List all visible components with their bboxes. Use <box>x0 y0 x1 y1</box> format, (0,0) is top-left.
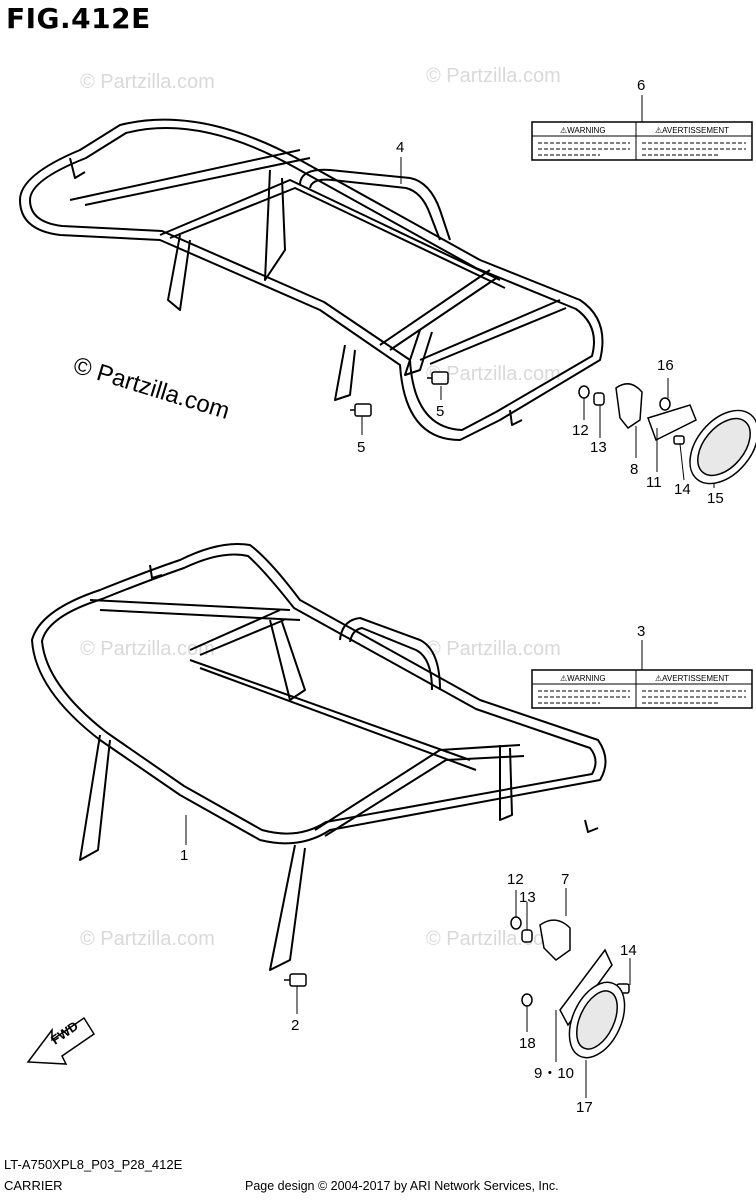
reflector-assembly-lower <box>510 916 630 1059</box>
callout-1: 1 <box>180 847 188 864</box>
page-credit: Page design © 2004-2017 by ARI Network S… <box>245 1179 559 1193</box>
callout-7: 7 <box>561 871 569 888</box>
warning-label-3: ⚠WARNING ⚠AVERTISSEMENT <box>531 669 753 709</box>
callout-5: 5 <box>436 403 444 420</box>
callout-14: 14 <box>620 942 637 959</box>
watermark-faint: © Partzilla.com <box>426 638 561 660</box>
callout-15: 15 <box>707 490 724 507</box>
warning-text: ⚠WARNING <box>560 126 606 135</box>
watermark-faint: © Partzilla.com <box>80 928 215 950</box>
callout-3: 3 <box>637 623 645 640</box>
callout-4: 4 <box>396 139 404 156</box>
callout-2: 2 <box>291 1017 299 1034</box>
watermark-faint: © Partzilla.com <box>80 71 215 93</box>
warning-text: ⚠WARNING <box>560 674 606 683</box>
callout-18: 18 <box>519 1035 536 1052</box>
callout-12: 12 <box>507 871 524 888</box>
diagram-code: LT-A750XPL8_P03_P28_412E <box>4 1157 183 1172</box>
reflector-assembly-upper <box>578 383 756 485</box>
callout-17: 17 <box>576 1099 593 1116</box>
watermark-main: © Partzilla.com <box>70 352 233 425</box>
callout-11: 11 <box>646 474 662 491</box>
callouts: 6 4 5 5 16 12 13 8 11 14 15 3 1 2 12 13 … <box>180 77 724 1116</box>
avertissement-text: ⚠AVERTISSEMENT <box>655 126 729 135</box>
watermark-faint: © Partzilla.com <box>426 363 561 385</box>
watermark-layer: © Partzilla.com © Partzilla.com © Partzi… <box>80 65 561 950</box>
callout-13: 13 <box>519 889 536 906</box>
figure-title: FIG.412E <box>6 2 151 35</box>
watermark-faint: © Partzilla.com <box>80 638 215 660</box>
front-carrier-drawing <box>31 543 607 971</box>
bolt-2 <box>284 973 307 987</box>
callout-8: 8 <box>630 461 638 478</box>
callout-14: 14 <box>674 481 691 498</box>
watermark-faint: © Partzilla.com <box>426 65 561 87</box>
fwd-arrow-icon: FWD <box>26 1016 96 1065</box>
avertissement-text: ⚠AVERTISSEMENT <box>655 674 729 683</box>
leader-lines <box>185 95 715 1098</box>
callout-5: 5 <box>357 439 365 456</box>
callout-9-10: 9・10 <box>534 1065 574 1082</box>
rear-carrier-drawing <box>19 118 604 441</box>
bolt-5 <box>427 371 449 385</box>
callout-6: 6 <box>637 77 645 94</box>
callout-16: 16 <box>657 357 674 374</box>
callout-12: 12 <box>572 422 589 439</box>
diagram-name: CARRIER <box>4 1178 63 1193</box>
callout-13: 13 <box>590 439 607 456</box>
warning-label-6: ⚠WARNING ⚠AVERTISSEMENT <box>531 121 753 161</box>
bolt-5 <box>350 403 372 417</box>
